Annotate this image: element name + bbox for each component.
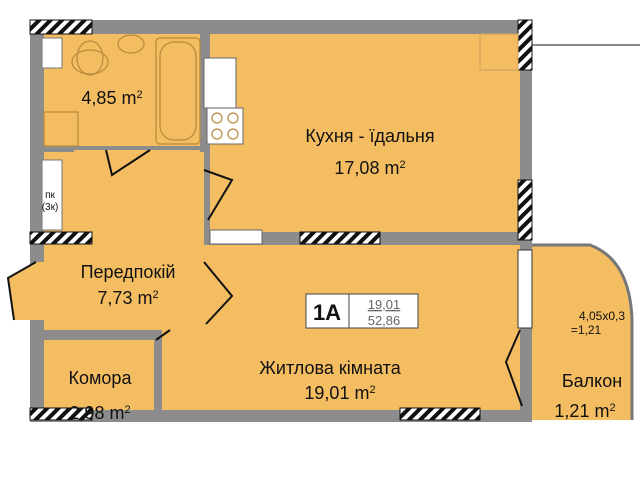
unit-badge: 1A 19,01 52,86 [305,293,419,329]
hatched-wall [517,179,533,241]
kitchen-sink-icon [203,57,237,109]
total-area-value: 52,86 [368,313,401,328]
bathtub-icon [155,37,201,145]
window [479,33,519,71]
balcony-door-swing[interactable] [504,329,523,407]
living-area-value: 19,01 [368,297,401,312]
room-balcony [532,245,632,420]
hatched-wall [29,19,93,35]
kitchen-name: Кухня - їдальня [305,126,434,146]
hatched-wall [517,19,533,71]
storage-door[interactable] [155,329,171,341]
hallway-name: Передпокій [81,262,176,282]
radiator-icon [209,229,263,245]
ventilation-shaft [41,159,63,231]
living-door[interactable] [203,261,234,325]
room-bathroom [44,34,200,146]
stove-icon [206,107,244,145]
room-storage [44,340,154,410]
balcony-glazing [529,44,640,60]
hatched-wall [299,231,381,245]
balcony-area: 1,21 m2 [554,401,615,421]
shaft-label: пк [45,190,55,201]
kitchen-area: 17,08 m2 [334,158,405,178]
living-room-name: Житлова кімната [259,358,401,378]
hatched-wall [399,407,481,421]
balcony-door [517,249,533,329]
shaft-label: (3к) [42,202,59,213]
washing-machine-icon [43,111,79,147]
hatched-wall [29,407,93,421]
toilet-icon [71,49,109,75]
storage-name: Комора [69,368,133,388]
bathroom-door[interactable] [105,149,151,177]
room-hallway-entry [8,262,44,320]
living-room-area: 19,01 m2 [304,383,375,403]
entrance-door[interactable] [6,261,37,321]
balcony-calc: 4,05x0,3 [579,309,625,323]
unit-code: 1A [313,300,341,325]
balcony-calc-result: =1,21 [571,323,602,337]
hatched-wall [29,231,93,245]
balcony-railing [532,243,634,420]
room-kitchen [210,34,520,232]
hallway-area: 7,73 m2 [97,288,158,308]
balcony-name: Балкон [562,371,622,391]
bathroom-area: 4,85 m2 [81,88,142,108]
storage-area: 2,98 m2 [69,403,130,423]
kitchen-door[interactable] [203,169,234,221]
sink-icon [117,34,145,54]
